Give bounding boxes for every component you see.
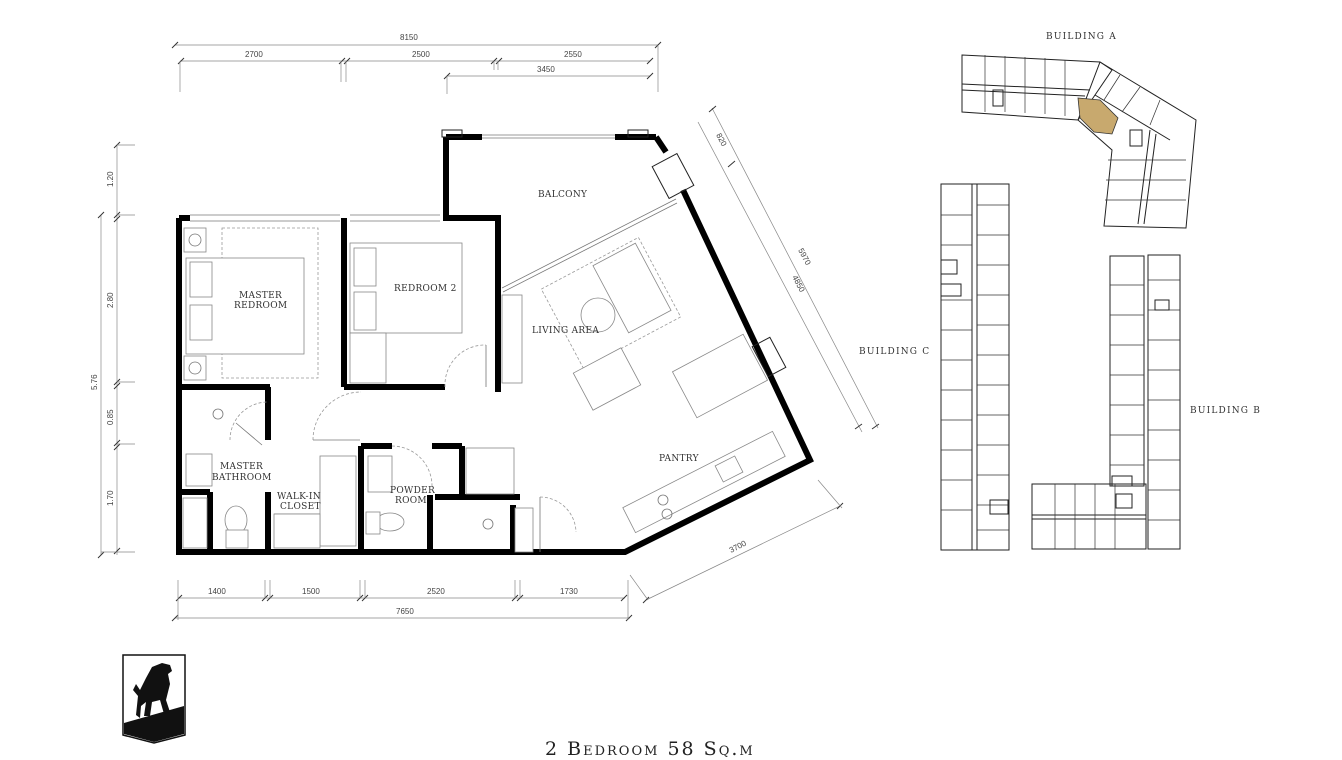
building-b-plan (1031, 254, 1181, 550)
dim-left-1: 1.20 (106, 171, 115, 187)
dim-right-1: 820 (714, 132, 728, 148)
dim-top-sub: 3450 (537, 65, 555, 74)
label-balcony: BALCONY (538, 190, 588, 200)
label-building-c: BUILDING C (859, 347, 930, 357)
door-swings (229, 344, 577, 552)
label-pantry: PANTRY (659, 454, 700, 464)
label-master-bedroom-1: MASTER (239, 291, 282, 301)
building-a-plan (961, 54, 1197, 229)
top-dimensions: 8150 2700 2500 2550 3450 (171, 33, 662, 94)
label-building-b: BUILDING B (1190, 406, 1261, 416)
dim-left-3: 0.85 (106, 409, 115, 425)
dim-top-3: 2550 (564, 50, 582, 59)
label-master-bathroom-2: BATHROOM (212, 473, 272, 483)
label-living-area: LIVING AREA (532, 326, 599, 336)
dim-bottom-1: 1400 (208, 587, 226, 596)
label-master-bathroom-1: MASTER (220, 462, 263, 472)
dim-left-4: 1.70 (106, 490, 115, 506)
label-master-bedroom-2: REDROOM (234, 301, 287, 311)
unit-walls (176, 129, 814, 555)
unit-title: 2 Bedroom 58 Sq.m (545, 738, 755, 760)
building-c-plan (940, 183, 1010, 551)
highlighted-unit (1077, 97, 1119, 135)
dim-top-total: 8150 (400, 33, 418, 42)
dim-top-1: 2700 (245, 50, 263, 59)
key-plan: BUILDING A BUILDING C BUILDING B (859, 32, 1261, 551)
label-powder-room-1: POWDER (390, 486, 435, 496)
dim-bottom-3: 2520 (427, 587, 445, 596)
label-walk-in-1: WALK-IN (277, 492, 321, 502)
label-powder-room-2: ROOM (395, 496, 427, 506)
label-bedroom-2: REDROOM 2 (394, 284, 457, 294)
room-labels: MASTER REDROOM REDROOM 2 BALCONY LIVING … (212, 190, 700, 512)
bottom-dimensions: 1400 1500 2520 1730 7650 (171, 580, 633, 622)
dim-top-2: 2500 (412, 50, 430, 59)
furniture (182, 227, 786, 553)
dim-right-total: 5970 (796, 247, 813, 267)
dim-left-total: 5.76 (90, 374, 99, 390)
dim-bottom-4: 1730 (560, 587, 578, 596)
label-building-a: BUILDING A (1046, 32, 1117, 42)
dim-bottom-2: 1500 (302, 587, 320, 596)
left-dimensions: 5.76 1.20 2.80 0.85 1.70 (90, 141, 135, 559)
label-walk-in-2: CLOSET (280, 502, 321, 512)
dim-left-2: 2.80 (106, 292, 115, 308)
dim-diag-bottom: 3700 (728, 538, 748, 554)
lion-crest-icon (122, 654, 186, 744)
dim-right-2: 4850 (790, 274, 807, 294)
dim-bottom-total: 7650 (396, 607, 414, 616)
